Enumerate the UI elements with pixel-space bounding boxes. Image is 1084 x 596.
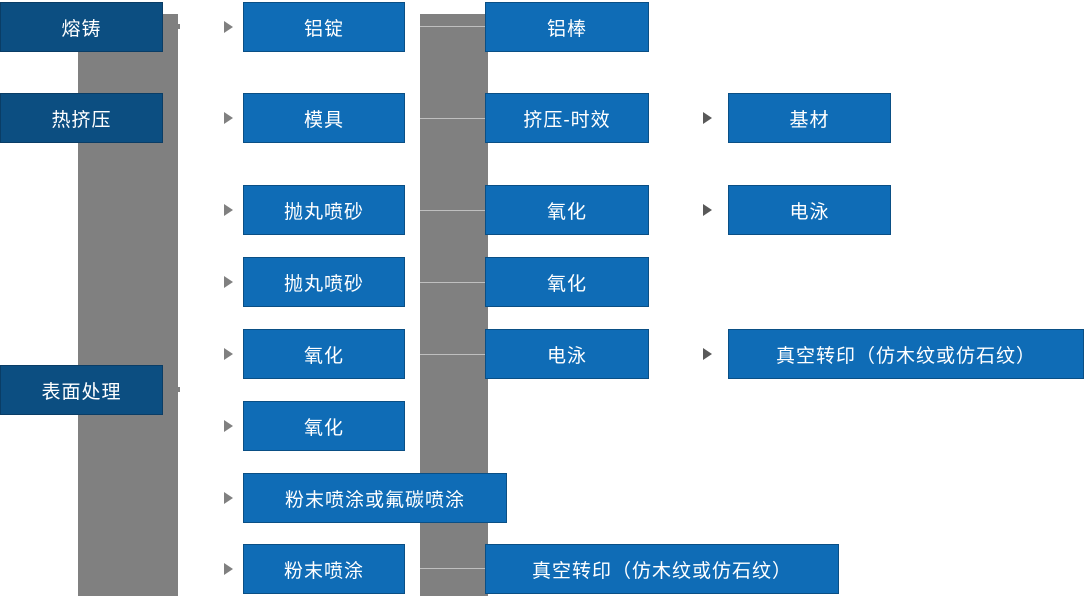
process-node-label: 抛丸喷砂 <box>283 273 364 295</box>
process-node-jiya-shixiao[interactable]: 挤压-时效 <box>485 93 649 143</box>
process-node-label: 粉末喷涂 <box>283 560 364 582</box>
process-node-label: 铝棒 <box>546 18 587 40</box>
arrow-to-fenmo-futan <box>224 492 233 504</box>
connector-tick <box>420 568 488 569</box>
process-node-dianyong-c3[interactable]: 电泳 <box>485 329 649 379</box>
connector-stub-biaomian <box>162 387 180 392</box>
output-node-jicai[interactable]: 基材 <box>728 93 891 143</box>
connector-tick <box>420 354 488 355</box>
output-node-label: 真空转印（仿木纹或仿石纹） <box>775 345 1036 367</box>
arrow-to-yanghua-2 <box>224 420 233 432</box>
process-node-paowanpensha-1[interactable]: 抛丸喷砂 <box>243 185 405 235</box>
arrow-to-fenmo <box>224 563 233 575</box>
process-node-label: 抛丸喷砂 <box>283 201 364 223</box>
process-node-zhenkongzhuanyin-c3[interactable]: 真空转印（仿木纹或仿石纹） <box>485 544 839 594</box>
process-node-label: 氧化 <box>546 273 587 295</box>
process-node-fenmopentu-huotan[interactable]: 粉末喷涂或氟碳喷涂 <box>243 473 507 523</box>
process-node-yanghua-c2-2[interactable]: 氧化 <box>243 401 405 451</box>
process-node-yanghua-c3-2[interactable]: 氧化 <box>485 257 649 307</box>
process-node-yanghua-c3-1[interactable]: 氧化 <box>485 185 649 235</box>
arrow-to-jicai <box>703 112 712 124</box>
process-node-label: 电泳 <box>546 345 587 367</box>
process-node-label: 粉末喷涂或氟碳喷涂 <box>284 489 465 511</box>
process-node-muju[interactable]: 模具 <box>243 93 405 143</box>
arrow-to-paowan-1 <box>224 204 233 216</box>
connector-tick <box>420 210 488 211</box>
stage-node-label: 熔铸 <box>61 18 102 40</box>
process-node-fenmopentu[interactable]: 粉末喷涂 <box>243 544 405 594</box>
output-node-zhenkongzhuanyin[interactable]: 真空转印（仿木纹或仿石纹） <box>728 329 1084 379</box>
process-node-lubang[interactable]: 铝棒 <box>485 2 649 52</box>
process-node-ludang[interactable]: 铝锭 <box>243 2 405 52</box>
connector-tick <box>420 26 488 27</box>
arrow-to-paowan-2 <box>224 276 233 288</box>
process-node-label: 真空转印（仿木纹或仿石纹） <box>531 560 792 582</box>
process-node-yanghua-c2-1[interactable]: 氧化 <box>243 329 405 379</box>
process-node-label: 模具 <box>303 109 344 131</box>
connector-tick <box>420 118 488 119</box>
stage-node-label: 表面处理 <box>41 381 122 403</box>
output-node-label: 电泳 <box>789 201 830 223</box>
process-node-paowanpensha-2[interactable]: 抛丸喷砂 <box>243 257 405 307</box>
arrow-to-ludang <box>224 21 233 33</box>
connector-bar-middle <box>420 14 436 596</box>
process-node-label: 氧化 <box>303 345 344 367</box>
connector-tick <box>420 282 488 283</box>
process-node-label: 氧化 <box>546 201 587 223</box>
stage-node-rejiya[interactable]: 热挤压 <box>0 93 163 143</box>
output-node-label: 基材 <box>789 109 830 131</box>
arrow-to-yanghua-1 <box>224 348 233 360</box>
stage-node-label: 热挤压 <box>51 109 112 131</box>
process-node-label: 氧化 <box>303 417 344 439</box>
process-node-label: 铝锭 <box>303 18 344 40</box>
stage-node-biaomianchuli[interactable]: 表面处理 <box>0 365 163 415</box>
stage-node-rongzhu[interactable]: 熔铸 <box>0 2 163 52</box>
arrow-to-zhenkongzhuanyin <box>703 348 712 360</box>
arrow-to-muju <box>224 112 233 124</box>
process-node-label: 挤压-时效 <box>523 109 611 131</box>
output-node-dianyong[interactable]: 电泳 <box>728 185 891 235</box>
connector-stub-rongzhu <box>162 24 180 29</box>
arrow-to-dianyong <box>703 204 712 216</box>
